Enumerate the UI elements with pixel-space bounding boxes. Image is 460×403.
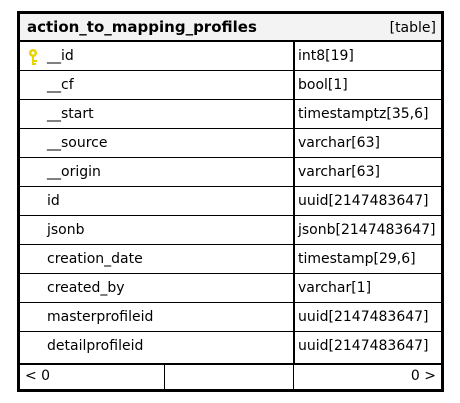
column-name: id [47, 193, 60, 209]
column-name: jsonb [47, 222, 85, 238]
table-kind-label: [table] [389, 20, 436, 36]
next-page-button[interactable]: 0 > [410, 368, 436, 384]
prev-page-button[interactable]: < 0 [25, 368, 51, 384]
column-type: timestamp[29,6] [298, 251, 416, 267]
footer-divider [164, 365, 165, 389]
column-row: __cf bool[1] [20, 71, 441, 100]
column-row: __source varchar[63] [20, 129, 441, 158]
column-type: varchar[1] [298, 280, 372, 296]
column-type: int8[19] [298, 48, 354, 64]
column-row: __id int8[19] [20, 42, 441, 71]
column-type: timestamptz[35,6] [298, 106, 429, 122]
column-name: __source [47, 135, 108, 151]
column-type: varchar[63] [298, 135, 380, 151]
column-type: uuid[2147483647] [298, 338, 429, 354]
column-divider [293, 158, 295, 186]
footer-divider [293, 365, 294, 389]
table-header: action_to_mapping_profiles [table] [20, 14, 441, 42]
column-divider [293, 42, 295, 70]
column-divider [293, 71, 295, 99]
column-divider [293, 187, 295, 215]
column-type: jsonb[2147483647] [298, 222, 436, 238]
column-type: varchar[63] [298, 164, 380, 180]
column-name: detailprofileid [47, 338, 144, 354]
column-divider [293, 332, 295, 363]
column-divider [293, 274, 295, 302]
table-card: action_to_mapping_profiles [table] __id … [17, 11, 444, 392]
column-type: uuid[2147483647] [298, 309, 429, 325]
column-row: detailprofileid uuid[2147483647] [20, 332, 441, 365]
column-name: __origin [47, 164, 101, 180]
column-name: __start [47, 106, 94, 122]
column-divider [293, 129, 295, 157]
column-row: __start timestamptz[35,6] [20, 100, 441, 129]
key-icon [27, 48, 39, 66]
table-footer: < 0 0 > [20, 365, 441, 389]
column-type: bool[1] [298, 77, 348, 93]
column-row: created_by varchar[1] [20, 274, 441, 303]
column-row: creation_date timestamp[29,6] [20, 245, 441, 274]
column-divider [293, 100, 295, 128]
column-divider [293, 303, 295, 331]
column-name: __id [47, 48, 74, 64]
column-name: created_by [47, 280, 125, 296]
column-row: masterprofileid uuid[2147483647] [20, 303, 441, 332]
table-title: action_to_mapping_profiles [27, 18, 257, 36]
column-type: uuid[2147483647] [298, 193, 429, 209]
column-name: __cf [47, 77, 74, 93]
column-divider [293, 216, 295, 244]
column-name: creation_date [47, 251, 143, 267]
column-name: masterprofileid [47, 309, 154, 325]
column-row: __origin varchar[63] [20, 158, 441, 187]
column-divider [293, 245, 295, 273]
column-row: id uuid[2147483647] [20, 187, 441, 216]
column-row: jsonb jsonb[2147483647] [20, 216, 441, 245]
